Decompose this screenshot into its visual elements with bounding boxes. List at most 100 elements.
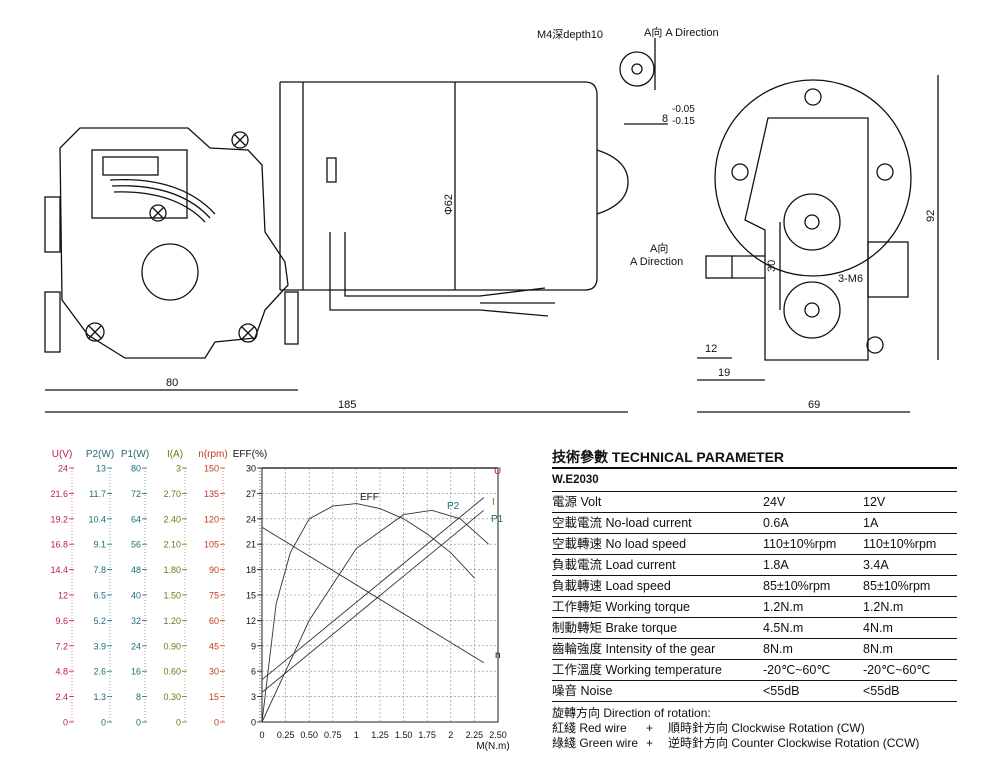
param-name: 負載轉速 Load speed <box>552 579 671 593</box>
y-tick-label: 16 <box>131 667 141 677</box>
gearbox-outline <box>59 127 289 359</box>
y-tick-label: 1.80 <box>163 565 181 575</box>
y-tick-label: 15 <box>246 591 256 601</box>
series-line-P2 <box>261 509 489 723</box>
param-name: 空載轉速 No load speed <box>552 537 687 551</box>
red-wire-line: 紅綫 Red wire + 順時針方向 Clockwise Rotation (… <box>552 721 957 736</box>
y-tick-label: 0 <box>251 718 256 728</box>
x-tick-label: 1.75 <box>418 730 436 740</box>
y-tick-label: 27 <box>246 489 256 499</box>
y-tick-label: 10.4 <box>88 514 106 524</box>
y-tick-label: 18 <box>246 565 256 575</box>
series-line-P1 <box>261 509 485 693</box>
rotation-title: 旋轉方向 Direction of rotation: <box>552 706 711 720</box>
dim-30: 30 <box>766 260 778 272</box>
y-tick-label: 24 <box>58 464 68 474</box>
x-tick-label: 0.75 <box>324 730 342 740</box>
y-tick-label: 13 <box>96 464 106 474</box>
dim-19: 19 <box>718 367 730 379</box>
flange-top-left <box>44 196 61 253</box>
dim-92: 92 <box>925 210 937 222</box>
end-screw-2 <box>731 163 749 181</box>
flange-bottom-right <box>284 291 299 345</box>
y-tick-label: 11.7 <box>89 489 106 499</box>
cable <box>329 232 480 311</box>
y-tick-label: 12 <box>246 616 256 626</box>
end-screw-3 <box>876 163 894 181</box>
y-tick-label: 150 <box>204 464 219 474</box>
param-24v: 8N.m <box>763 642 793 656</box>
x-tick-label: 0.25 <box>277 730 295 740</box>
param-12v: 1.2N.m <box>863 600 904 614</box>
y-tick-label: 2.10 <box>163 540 181 550</box>
y-tick-label: 24 <box>246 514 256 524</box>
param-12v: 1A <box>863 516 879 530</box>
y-tick-label: 0.30 <box>163 692 181 702</box>
green-plus: + <box>646 736 654 750</box>
y-tick-label: 2.4 <box>55 692 68 702</box>
param-24v: 110±10%rpm <box>763 537 837 551</box>
y-tick-label: 3 <box>176 464 181 474</box>
x-tick-label: 2.50 <box>489 730 507 740</box>
series-line-n <box>261 526 485 664</box>
param-12v: 110±10%rpm <box>863 537 937 551</box>
series-label-I: I <box>492 497 495 508</box>
x-tick-label: 2 <box>448 730 453 740</box>
y-tick-label: 15 <box>209 692 219 702</box>
green-rotation: 逆時針方向 Counter Clockwise Rotation (CCW) <box>668 736 920 750</box>
y-tick-label: 45 <box>209 641 219 651</box>
y-tick-label: 6 <box>251 667 256 677</box>
terminal-window <box>102 156 159 176</box>
dim-12: 12 <box>705 343 717 355</box>
param-name: 齒輪強度 Intensity of the gear <box>552 642 716 656</box>
y-tick-label: 0.90 <box>163 641 181 651</box>
y-tick-label: 21.6 <box>50 489 68 499</box>
detail-thread: M4深depth10 <box>537 28 603 41</box>
y-tick-label: 0.60 <box>163 667 181 677</box>
param-name: 工作轉矩 Working torque <box>552 600 691 614</box>
y-tick-label: 24 <box>131 641 141 651</box>
shaft-dir-line2: A Direction <box>630 256 683 268</box>
y-tick-label: 3 <box>251 692 256 702</box>
dim-diameter: Φ62 <box>443 194 455 215</box>
terminal-box <box>91 149 188 219</box>
param-name: 制動轉矩 Brake torque <box>552 621 678 635</box>
param-12v: 3.4A <box>863 558 889 572</box>
param-24v: 0.6A <box>763 516 789 530</box>
red-plus: + <box>646 721 654 735</box>
y-tick-label: 9.1 <box>93 540 106 550</box>
flange-bottom-left <box>44 291 61 353</box>
x-tick-label: 2.25 <box>466 730 484 740</box>
y-tick-label: 75 <box>209 591 219 601</box>
y-tick-label: 120 <box>204 514 219 524</box>
rotation-notes: 旋轉方向 Direction of rotation: 紅綫 Red wire … <box>552 702 957 751</box>
param-24v: 24V <box>763 495 786 509</box>
y-tick-label: 105 <box>204 540 219 550</box>
param-name: 負載電流 Load current <box>552 558 676 572</box>
x-axis-label: M(N.m) <box>476 741 509 752</box>
param-name: 空載電流 No-load current <box>552 516 692 530</box>
y-tick-label: 21 <box>246 540 256 550</box>
series-label-EFF: EFF <box>360 492 379 503</box>
param-12v: 4N.m <box>863 621 893 635</box>
y-tick-label: 9.6 <box>55 616 68 626</box>
table-row: 工作溫度 Working temperature-20℃~60℃-20℃~60℃ <box>552 660 957 681</box>
y-tick-label: 1.50 <box>163 591 181 601</box>
table-title: 技術參數 TECHNICAL PARAMETER <box>552 447 957 469</box>
y-tick-label: 2.40 <box>163 514 181 524</box>
axis-label-5: EFF(%) <box>233 449 267 460</box>
axis-label-2: P1(W) <box>121 449 149 460</box>
detail-shaft <box>619 51 655 87</box>
y-tick-label: 14.4 <box>50 565 68 575</box>
table-row: 空載轉速 No load speed 110±10%rpm 110±10%rpm <box>552 534 957 555</box>
y-tick-label: 60 <box>209 616 219 626</box>
detail-tol-lower: -0.15 <box>672 116 695 127</box>
axis-label-4: n(rpm) <box>198 449 227 460</box>
